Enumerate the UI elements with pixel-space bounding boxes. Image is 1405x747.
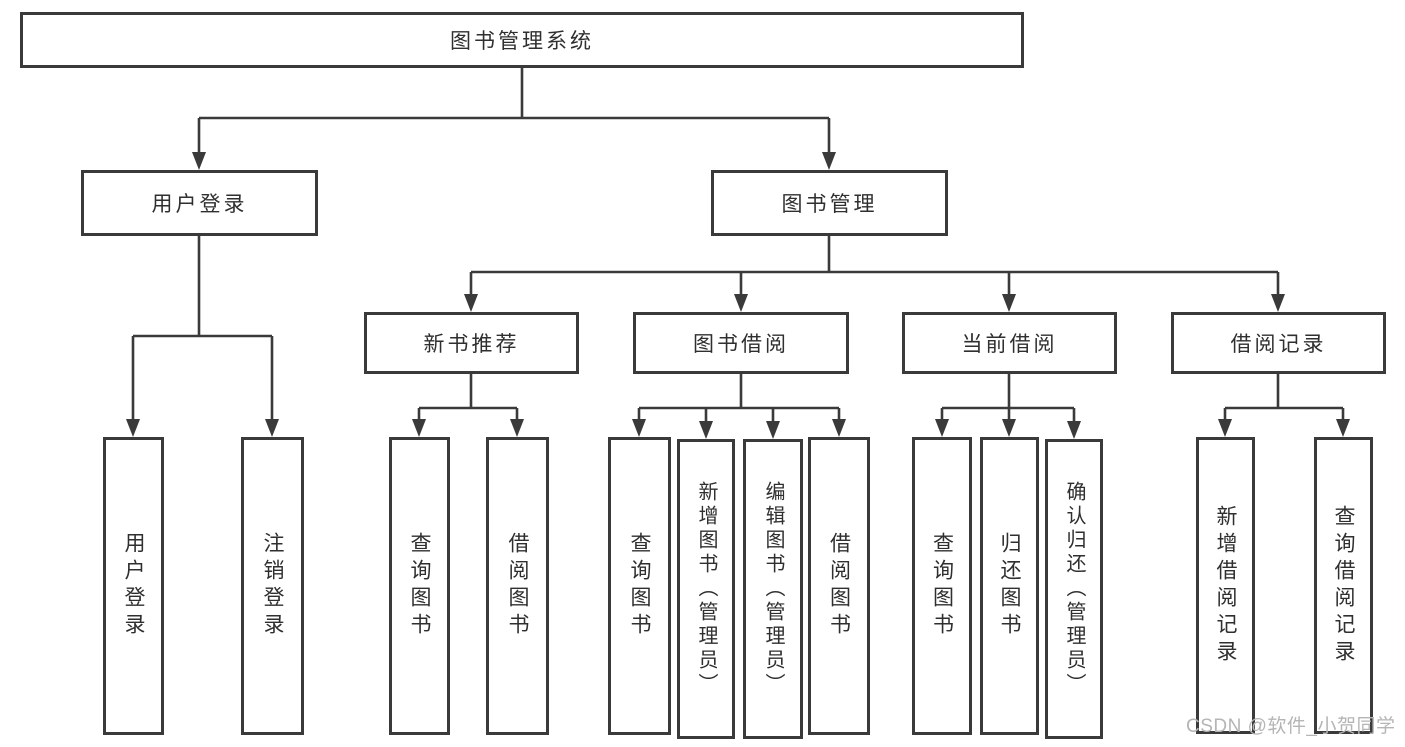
leaf-add-book-admin: 新增图书（管理员） <box>677 439 735 739</box>
csdn-watermark: CSDN @软件_小贺同学 <box>1186 716 1396 737</box>
leaf-confirm-return-admin: 确认归还（管理员） <box>1045 439 1103 739</box>
connector-root-to-level2 <box>192 68 836 170</box>
leaf-borrow-book-recommend: 借阅图书 <box>486 437 549 735</box>
leaf-edit-book-admin: 编辑图书（管理员） <box>743 439 803 739</box>
node-user-login: 用户登录 <box>81 170 318 236</box>
leaf-query-book-recommend: 查询图书 <box>389 437 450 735</box>
leaf-query-borrow-record: 查询借阅记录 <box>1314 437 1373 734</box>
node-book-borrow: 图书借阅 <box>633 312 849 374</box>
node-borrow-record: 借阅记录 <box>1171 312 1386 374</box>
node-new-book-recommend: 新书推荐 <box>364 312 579 374</box>
leaf-add-borrow-record: 新增借阅记录 <box>1196 437 1255 734</box>
connector-mgmt-to-level3 <box>464 236 1285 312</box>
connector-current-to-leaves <box>935 374 1081 439</box>
connector-borrow-to-leaves <box>632 374 846 439</box>
node-root-system: 图书管理系统 <box>20 12 1024 68</box>
leaf-user-login: 用户登录 <box>103 437 164 735</box>
leaf-borrow-book: 借阅图书 <box>808 437 870 735</box>
leaf-logout: 注销登录 <box>241 437 304 735</box>
connector-login-to-leaves <box>126 236 279 437</box>
node-book-management: 图书管理 <box>711 170 948 236</box>
connector-new-to-leaves <box>412 374 524 437</box>
leaf-query-book-borrow: 查询图书 <box>608 437 671 735</box>
node-current-borrow: 当前借阅 <box>902 312 1117 374</box>
leaf-return-book: 归还图书 <box>980 437 1039 735</box>
connector-record-to-leaves <box>1218 374 1350 437</box>
leaf-query-book-current: 查询图书 <box>912 437 972 735</box>
